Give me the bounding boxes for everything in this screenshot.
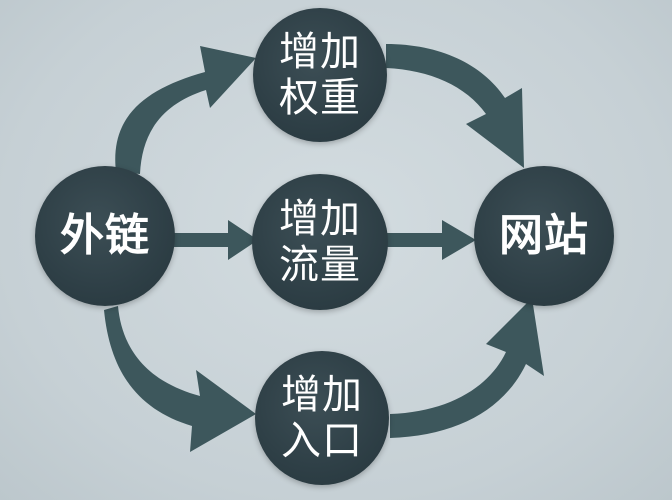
arrow-left-to-top xyxy=(115,46,256,174)
node-increase-weight-line1: 增加 xyxy=(279,29,361,75)
arrow-left-to-bottom xyxy=(104,306,256,452)
node-increase-entrances-line2: 入口 xyxy=(281,418,363,464)
node-increase-entrances-line1: 增加 xyxy=(281,372,363,418)
node-external-links-label: 外链 xyxy=(60,210,150,261)
node-increase-traffic-line2: 流量 xyxy=(279,242,361,288)
arrow-bottom-to-right xyxy=(390,298,544,438)
node-external-links: 外链 xyxy=(35,166,175,306)
arrow-left-to-middle xyxy=(172,220,258,260)
node-website-label: 网站 xyxy=(499,210,589,261)
arrow-middle-to-right xyxy=(386,220,476,260)
node-website: 网站 xyxy=(474,166,614,306)
node-increase-weight-line2: 权重 xyxy=(279,75,361,121)
node-increase-traffic-line1: 增加 xyxy=(279,196,361,242)
node-increase-entrances: 增加 入口 xyxy=(255,351,389,485)
node-increase-weight: 增加 权重 xyxy=(253,8,387,142)
arrow-top-to-right xyxy=(386,44,524,168)
node-increase-traffic: 增加 流量 xyxy=(252,174,388,310)
